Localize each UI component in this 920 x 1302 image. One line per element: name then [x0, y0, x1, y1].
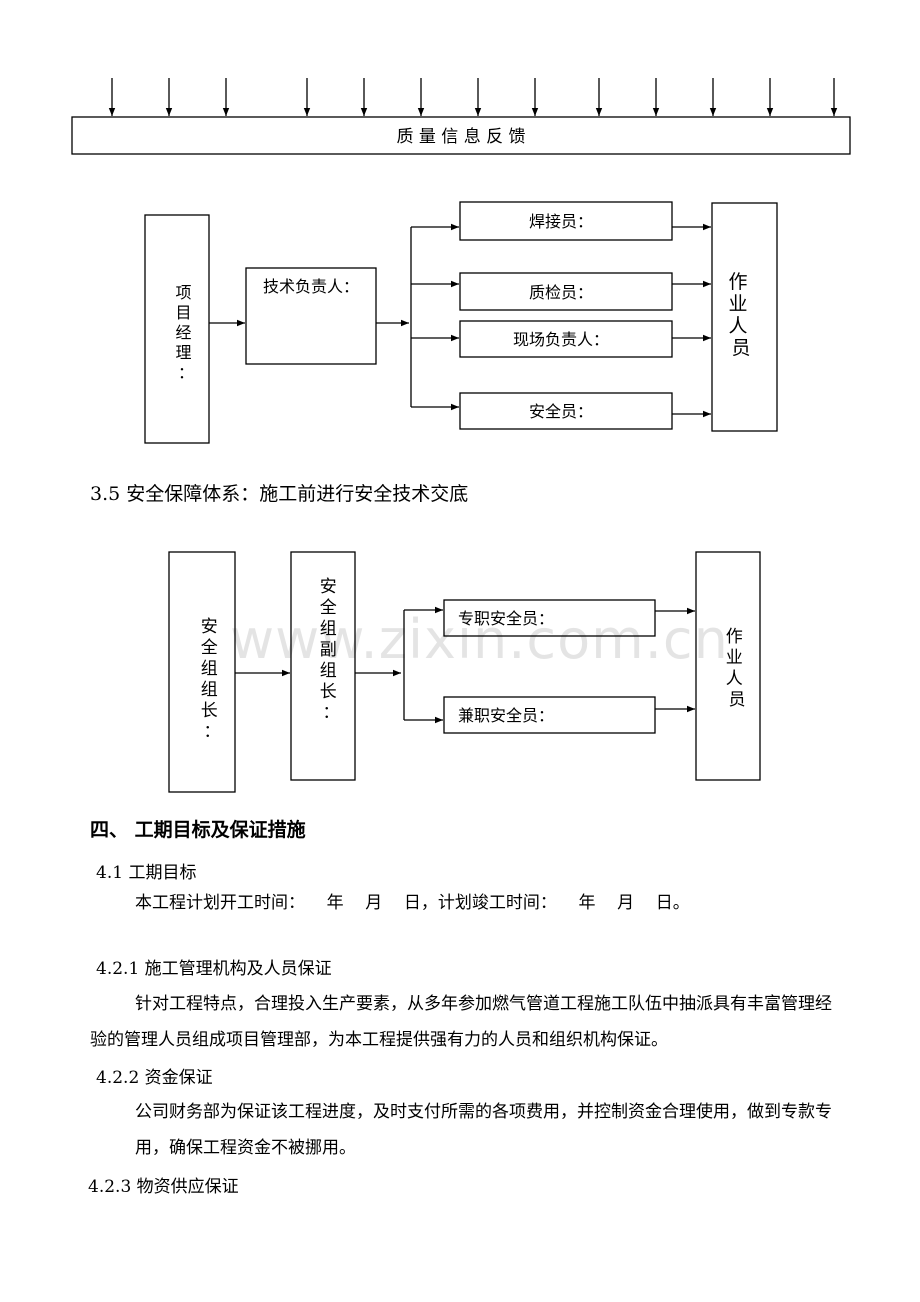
tech-lead-label: 技术负责人： — [263, 277, 359, 296]
section-4-2-2-text: 公司财务部为保证该工程进度，及时支付所需的各项费用，并控制资金合理使用，做到专款… — [135, 1102, 832, 1158]
role-label-safety-officer: 安全员： — [529, 402, 593, 421]
role-box-site-lead — [459, 320, 673, 358]
section-4-2-1-text: 针对工程特点，合理投入生产要素，从多年参加燃气管道工程施工队伍中抽派具有丰富管理… — [90, 994, 832, 1050]
manager-label: 项 目 经 理 ： — [175, 283, 196, 382]
safety-deputy-box — [290, 551, 356, 781]
role-label-site-lead: 现场负责人： — [513, 330, 609, 349]
section4-heading: 四、 工期目标及保证措施 — [90, 819, 306, 841]
workers-box — [711, 202, 778, 432]
feedback-arrows — [108, 78, 838, 116]
watermark: www.zixin.com.cn — [230, 608, 729, 671]
feedback-bar — [71, 116, 851, 155]
section-4-1-text: 本工程计划开工时间： 年 月 日，计划竣工时间： 年 月 日。 — [135, 893, 690, 913]
section-4-2-2-title: 4.2.2 资金保证 — [96, 1068, 213, 1088]
section-4-2-1-title: 4.2.1 施工管理机构及人员保证 — [96, 959, 332, 979]
safety-leader-label: 安 全 组 组 长 ： — [201, 617, 223, 742]
role-box-safety-officer — [459, 392, 673, 430]
safety-workers-box — [695, 551, 761, 781]
manager-box — [144, 214, 210, 444]
role-label-parttime-safety: 兼职安全员： — [458, 706, 554, 725]
safety-section-heading: 3.5 安全保障体系：施工前进行安全技术交底 — [90, 483, 469, 505]
safety-deputy-label: 安 全 组 副 组 长 ： — [320, 577, 342, 723]
role-box-parttime-safety — [443, 696, 656, 734]
role-label-welder: 焊接员： — [529, 212, 593, 231]
section-4-2-3-title: 4.2.3 物资供应保证 — [88, 1177, 239, 1197]
safety-org-chart: 安 全 组 组 长 ： 安 全 组 副 组 长 ： — [168, 551, 761, 793]
quality-org-chart: 项 目 经 理 ： 技术负责人： 焊接员： 质检员： 现场负责人： 安全员： — [144, 201, 778, 444]
org-diagrams: 质 量 信 息 反 馈 项 目 经 理 ： 技术负责人： 焊接员： 质检 — [71, 78, 851, 793]
tech-lead-box — [245, 267, 377, 365]
feedback-bar-label: 质 量 信 息 反 馈 — [396, 127, 525, 147]
role-label-fulltime-safety: 专职安全员： — [458, 609, 554, 628]
safety-leader-box — [168, 551, 236, 793]
role-box-fulltime-safety — [443, 599, 656, 637]
workers-label: 作 业 人 员 — [728, 271, 753, 359]
role-label-inspector: 质检员： — [529, 283, 593, 302]
section-4-1-title: 4.1 工期目标 — [96, 863, 197, 883]
safety-workers-label: 作 业 人 员 — [726, 627, 748, 710]
role-box-inspector — [459, 272, 673, 311]
role-box-welder — [459, 201, 673, 241]
